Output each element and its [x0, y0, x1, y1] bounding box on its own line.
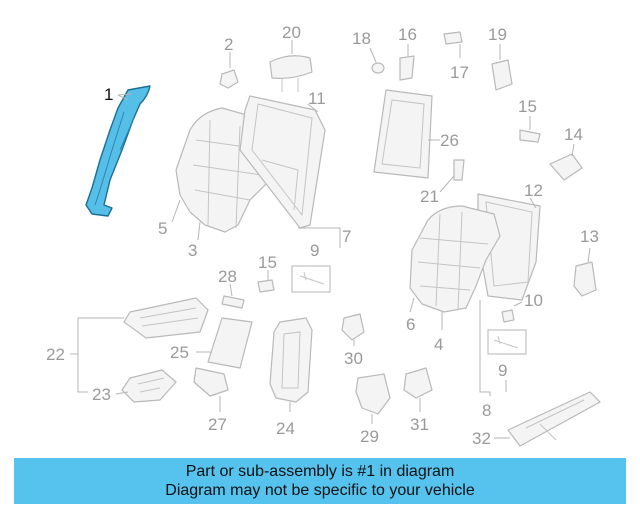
- callout-30: 30: [344, 349, 363, 368]
- part-31: [403, 367, 433, 399]
- callout-29: 29: [360, 427, 379, 446]
- callout-12: 12: [524, 181, 543, 200]
- callout-32: 32: [472, 429, 491, 448]
- part-18: [371, 62, 385, 74]
- seatback-cushion-right: [409, 205, 501, 313]
- bolt-right: [493, 335, 519, 349]
- callout-25: 25: [170, 343, 189, 362]
- callout-9a: 9: [310, 241, 319, 260]
- callout-14: 14: [564, 125, 583, 144]
- callout-23: 23: [92, 385, 111, 404]
- seatback-frame-left: [239, 95, 326, 229]
- part-27: [193, 367, 229, 397]
- banner-line-2: Diagram may not be specific to your vehi…: [165, 482, 475, 499]
- callout-18: 18: [352, 29, 371, 48]
- callout-28: 28: [218, 267, 237, 286]
- banner-line-1: Part or sub-assembly is #1 in diagram: [185, 463, 455, 480]
- part-25-panel: [207, 317, 253, 369]
- armrest-frame: [269, 317, 313, 403]
- headrest: [269, 55, 313, 92]
- part-14: [549, 153, 583, 181]
- part-26-panel: [373, 89, 433, 179]
- callout-19: 19: [488, 25, 507, 44]
- callout-11: 11: [308, 89, 326, 108]
- callout-7: 7: [342, 227, 351, 246]
- part-21: [453, 159, 465, 181]
- part-30: [341, 313, 365, 341]
- part-32-bar: [507, 391, 601, 447]
- callout-13: 13: [580, 227, 599, 246]
- callout-6: 6: [406, 315, 415, 334]
- callout-10: 10: [524, 291, 543, 310]
- part-16: [399, 55, 415, 81]
- part-17: [443, 31, 463, 45]
- part-23: [121, 369, 177, 403]
- callout-17: 17: [450, 63, 469, 82]
- highlighted-part-1[interactable]: [85, 85, 151, 217]
- callout-8: 8: [482, 401, 491, 420]
- callout-5: 5: [158, 219, 167, 238]
- callout-26: 26: [440, 131, 459, 150]
- part-29: [355, 373, 391, 415]
- bolt-left: [299, 271, 325, 285]
- callout-27: 27: [208, 415, 227, 434]
- callout-1: 1: [104, 85, 113, 104]
- seat-cushion-pan: [123, 297, 209, 339]
- part-2-clip: [219, 69, 239, 89]
- parts-diagram: 1 5 3 11 20 2 7 9 15 28 22: [46, 23, 601, 448]
- part-19: [491, 59, 513, 91]
- pin-15-left: [257, 279, 275, 293]
- callout-4: 4: [434, 335, 443, 354]
- callout-31: 31: [410, 415, 429, 434]
- callout-9b: 9: [498, 361, 507, 380]
- callout-24: 24: [276, 419, 295, 438]
- callout-20: 20: [282, 23, 301, 42]
- callout-3: 3: [188, 241, 197, 260]
- callout-15b: 15: [518, 97, 537, 116]
- callout-2: 2: [224, 35, 233, 54]
- leader-1: [117, 93, 133, 101]
- part-13: [573, 261, 597, 297]
- callout-15a: 15: [258, 253, 277, 272]
- info-banner: Part or sub-assembly is #1 in diagram Di…: [14, 458, 626, 504]
- part-28: [221, 295, 245, 309]
- pin-15-right: [519, 129, 541, 143]
- callout-22: 22: [46, 345, 65, 364]
- callout-21: 21: [420, 187, 439, 206]
- callout-16: 16: [398, 25, 417, 44]
- part-10: [501, 309, 515, 323]
